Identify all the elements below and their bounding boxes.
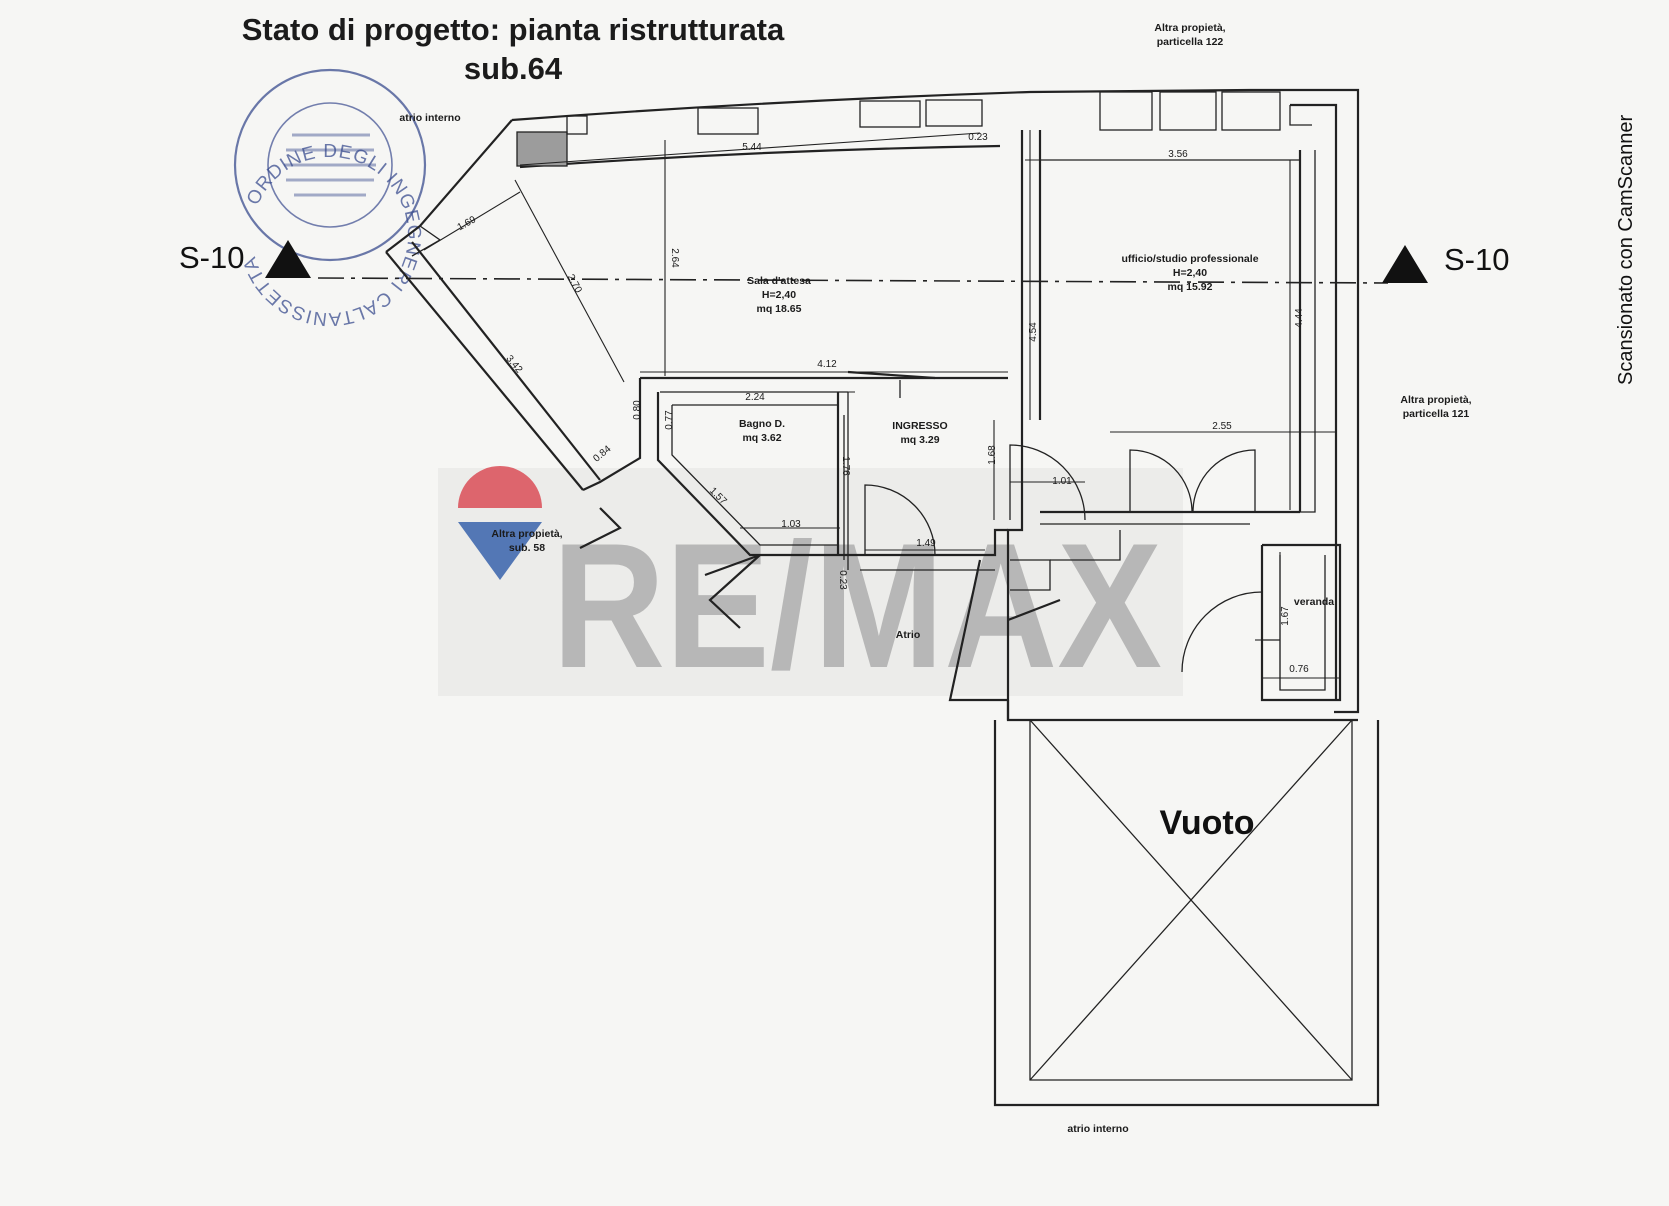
dim-3-56: 3.56 xyxy=(1168,149,1188,160)
room-ufficio-area: mq 15.92 xyxy=(1168,281,1213,293)
plan-subtitle: sub.64 xyxy=(464,51,563,86)
room-ufficio-name: ufficio/studio professionale xyxy=(1121,253,1258,265)
label-atrio-interno-top: atrio interno xyxy=(399,112,460,124)
room-bagno-area: mq 3.62 xyxy=(742,432,781,444)
dim-0-77: 0.77 xyxy=(664,410,675,430)
dim-0-80: 0.80 xyxy=(632,400,643,420)
section-line xyxy=(265,240,1428,398)
dim-1-76: 1.76 xyxy=(840,456,851,476)
section-mark-right: S-10 xyxy=(1444,242,1509,277)
room-vuoto-name: Vuoto xyxy=(1159,804,1254,842)
remax-watermark: RE/MAX xyxy=(438,466,1183,705)
label-altra-122-line2: particella 122 xyxy=(1157,36,1224,48)
label-altra-121-line1: Altra propietà, xyxy=(1400,394,1471,406)
dim-4-44: 4.44 xyxy=(1294,308,1305,328)
dim-0-84: 0.84 xyxy=(591,443,613,464)
dim-0-23-bottom: 0.23 xyxy=(837,570,848,590)
room-sala-height: H=2,40 xyxy=(762,289,796,301)
room-atrio-name: Atrio xyxy=(896,629,921,641)
room-ufficio-height: H=2,40 xyxy=(1173,267,1207,279)
engineer-stamp: ORDINE DEGLI INGEGNERI CALTANISSETTA xyxy=(233,68,427,329)
scanner-note: Scansionato con CamScanner xyxy=(1615,115,1637,385)
room-bagno-name: Bagno D. xyxy=(739,418,785,430)
dim-0-23-top: 0.23 xyxy=(968,132,988,143)
dimension-lines xyxy=(423,130,1340,690)
dim-5-44: 5.44 xyxy=(742,142,762,153)
label-altra-122-line1: Altra propietà, xyxy=(1154,22,1225,34)
dim-1-67: 1.67 xyxy=(1280,606,1291,626)
dim-4-54: 4.54 xyxy=(1028,322,1039,342)
room-labels: Sala d'attesa H=2,40 mq 18.65 ufficio/st… xyxy=(399,22,1471,1135)
label-altra-sub58-line2: sub. 58 xyxy=(509,542,545,554)
dim-1-68: 1.68 xyxy=(987,445,998,465)
room-veranda-name: veranda xyxy=(1294,596,1334,608)
dim-2-55: 2.55 xyxy=(1212,421,1232,432)
label-altra-sub58-line1: Altra propietà, xyxy=(491,528,562,540)
label-altra-121-line2: particella 121 xyxy=(1403,408,1470,420)
dim-1-03: 1.03 xyxy=(781,519,801,530)
section-mark-left: S-10 xyxy=(179,240,244,275)
room-sala-name: Sala d'attesa xyxy=(747,275,811,287)
room-sala-area: mq 18.65 xyxy=(757,303,802,315)
plan-walls xyxy=(385,88,1380,1107)
dim-2-24: 2.24 xyxy=(745,392,765,403)
dim-1-69: 1.69 xyxy=(456,214,479,233)
dim-4-12: 4.12 xyxy=(817,359,837,370)
watermark-text: RE/MAX xyxy=(552,506,1162,705)
dim-2-64: 2.64 xyxy=(669,248,680,268)
dim-1-49: 1.49 xyxy=(916,538,936,549)
dim-3-42: 3.42 xyxy=(503,353,524,375)
room-ingresso-name: INGRESSO xyxy=(892,420,947,432)
room-ingresso-area: mq 3.29 xyxy=(900,434,939,446)
dim-0-76: 0.76 xyxy=(1289,664,1309,675)
plan-title: Stato di progetto: pianta ristrutturata xyxy=(242,12,785,47)
dim-2-70: 2.70 xyxy=(565,273,584,296)
door-swings xyxy=(864,444,1263,673)
label-atrio-interno-bottom: atrio interno xyxy=(1067,1123,1128,1135)
dim-1-01: 1.01 xyxy=(1052,476,1072,487)
